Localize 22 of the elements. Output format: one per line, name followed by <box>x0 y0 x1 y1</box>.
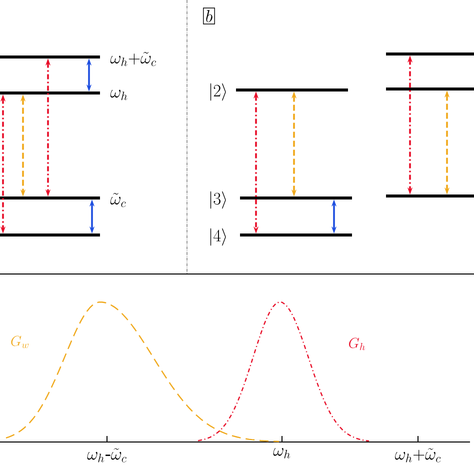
energy-level <box>0 196 100 200</box>
curve-label: $G_h$ <box>349 338 365 350</box>
energy-level <box>0 56 100 58</box>
tick-label: $\omega_h{+}\tilde{\omega}_c$ <box>395 448 441 462</box>
level-label: $|2\rangle$ <box>210 83 226 101</box>
energy-level <box>0 92 100 94</box>
level-label: $|3\rangle$ <box>210 191 226 209</box>
tick-label: $\omega_h$ <box>273 448 290 458</box>
curve-label: $G_w$ <box>11 336 29 348</box>
energy-level <box>236 88 348 92</box>
level-label: $\omega_h$ <box>110 90 128 100</box>
level-label: $|4\rangle$ <box>210 228 226 246</box>
level-label: $\tilde{\omega}_c$ <box>110 193 126 208</box>
energy-level <box>240 196 352 200</box>
energy-level <box>0 234 100 236</box>
energy-level <box>240 234 352 236</box>
energy-level <box>386 194 474 198</box>
tick-label: $\omega_h\mbox{-}\tilde{\omega}_c$ <box>87 448 126 462</box>
energy-level <box>386 88 474 90</box>
energy-level <box>386 52 474 56</box>
panel-label: $b$ <box>203 8 215 24</box>
level-label: $\omega_h{+}\tilde{\omega}_c$ <box>110 52 156 66</box>
